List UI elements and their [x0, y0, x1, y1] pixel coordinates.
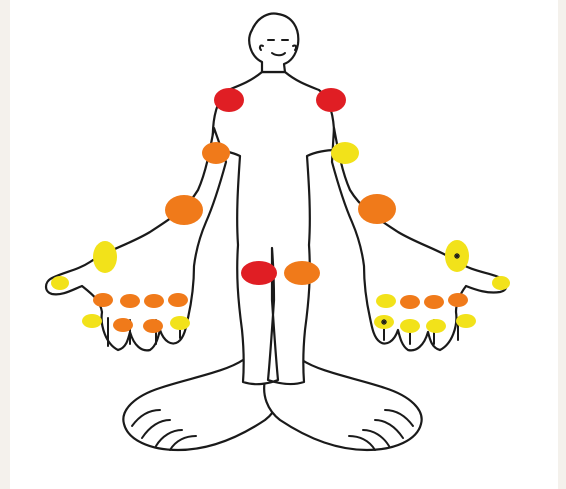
right-finger-joint-3 [143, 319, 163, 333]
right-knuckle-joint-2 [120, 294, 140, 308]
right-finger-joint-2 [113, 318, 133, 332]
right-knee-joint [241, 261, 277, 285]
body-diagram [10, 0, 558, 489]
right-knuckle-joint-1 [93, 293, 113, 307]
right-elbow-joint [202, 142, 230, 164]
figure-canvas [10, 0, 558, 489]
left-finger-joint-2 [400, 319, 420, 333]
left-knuckle-joint-1 [376, 294, 396, 308]
left-knuckle-joint-4 [448, 293, 468, 307]
left-knee-joint [284, 261, 320, 285]
torso-and-legs [212, 72, 335, 384]
right-wrist-joint [165, 195, 203, 225]
left-shoulder-joint [316, 88, 346, 112]
left-wrist-joint [358, 194, 396, 224]
right-thumb-tip-joint [51, 276, 69, 290]
left-knuckle-joint-2 [400, 295, 420, 309]
left-knuckle-joint-3 [424, 295, 444, 309]
left-thumb-tip-joint [492, 276, 510, 290]
head [249, 14, 298, 72]
right-shoulder-joint [214, 88, 244, 112]
left-elbow-joint [331, 142, 359, 164]
right-finger-joint-1 [82, 314, 102, 328]
left-arm [332, 128, 506, 350]
right-knuckle-joint-3 [144, 294, 164, 308]
right-thumb-base-joint [93, 241, 117, 273]
left-finger-joint-4 [456, 314, 476, 328]
right-knuckle-joint-4 [168, 293, 188, 307]
right-finger-joint-4 [170, 316, 190, 330]
left-finger-joint-3 [426, 319, 446, 333]
right-arm [46, 128, 226, 350]
